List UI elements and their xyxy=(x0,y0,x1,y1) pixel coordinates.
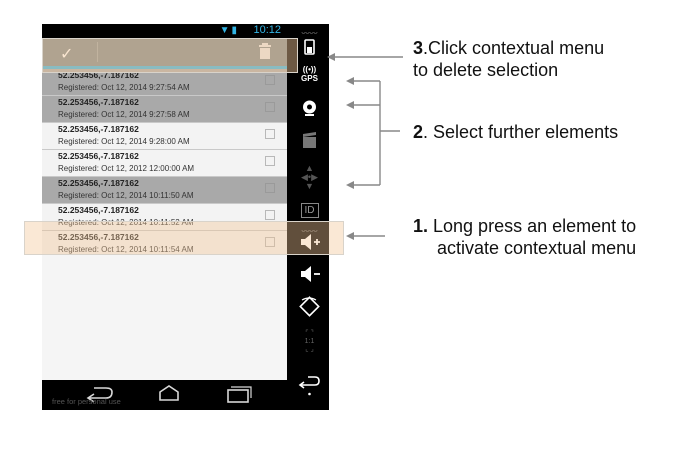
action-bar-highlight xyxy=(42,38,298,73)
dpad-icon[interactable]: ▲◀•▶▼ xyxy=(301,163,318,191)
watermark: free for personal use xyxy=(52,397,121,406)
step1-line1: Long press an element to xyxy=(428,216,637,236)
list-empty-area xyxy=(42,254,287,380)
volume-up-icon[interactable] xyxy=(290,232,329,257)
list-item[interactable]: 52.253456,-7.187162 Registered: Oct 12, … xyxy=(42,204,287,231)
list-item-subtitle: Registered: Oct 12, 2014 9:27:58 AM xyxy=(58,110,190,119)
scale-label: 1:1 xyxy=(304,338,315,345)
action-bar-underline xyxy=(42,66,287,69)
list-item-subtitle: Registered: Oct 12, 2014 10:11:50 AM xyxy=(58,191,194,200)
location-list: 52.253456,-7.187162 Registered: Oct 12, … xyxy=(42,69,287,258)
step1-number: 1. xyxy=(413,216,429,236)
id-label: ID xyxy=(300,203,319,218)
list-item[interactable]: 52.253456,-7.187162 Registered: Oct 12, … xyxy=(42,231,287,258)
grip-icon[interactable]: 〰〰 xyxy=(301,29,318,38)
webcam-icon[interactable] xyxy=(290,98,329,123)
done-check-icon[interactable]: ✓ xyxy=(60,46,74,63)
action-bar-divider xyxy=(97,42,98,62)
navigation-bar xyxy=(42,380,287,410)
delete-trash-icon[interactable] xyxy=(259,43,271,59)
back-button-icon[interactable] xyxy=(290,374,329,401)
grip-icon-2: 〰〰 xyxy=(301,227,318,236)
step3-line1: .Click contextual menu xyxy=(423,38,605,58)
step2-text: . Select further elements xyxy=(423,122,619,142)
list-item-checkbox[interactable] xyxy=(265,156,275,166)
list-item-subtitle: Registered: Oct 12, 2014 9:28:00 AM xyxy=(58,137,190,146)
step3-number: 3 xyxy=(413,38,424,58)
step1-line2: activate contextual menu xyxy=(437,238,637,258)
scale-corner-icon: ⌜ ⌝ xyxy=(305,330,314,337)
back-icon[interactable] xyxy=(86,387,113,403)
list-item-checkbox[interactable] xyxy=(265,183,275,193)
home-icon[interactable] xyxy=(159,385,179,401)
list-item-subtitle: Registered: Oct 12, 2012 12:00:00 AM xyxy=(58,164,195,173)
list-item[interactable]: 52.253456,-7.187162 Registered: Oct 12, … xyxy=(42,177,287,204)
list-item-title: 52.253456,-7.187162 xyxy=(58,70,139,80)
recents-icon[interactable] xyxy=(227,386,252,403)
list-item-checkbox[interactable] xyxy=(265,237,275,247)
gps-icon: ((•)) xyxy=(302,65,317,74)
list-item-subtitle: Registered: Oct 12, 2014 10:11:52 AM xyxy=(58,218,194,227)
emulator-sidebar: 〰〰 ((•)) GPS ▲◀•▶▼ ID 〰〰 xyxy=(290,24,329,410)
camera-clapper-icon[interactable] xyxy=(290,132,329,155)
wifi-battery-icon: ▼▮ xyxy=(219,25,239,36)
contextual-action-bar xyxy=(42,38,287,66)
step2-number: 2 xyxy=(413,122,424,142)
list-item-title: 52.253456,-7.187162 xyxy=(58,178,139,188)
list-item-subtitle: Registered: Oct 12, 2014 9:27:54 AM xyxy=(58,83,190,92)
list-item-title: 52.253456,-7.187162 xyxy=(58,124,139,134)
list-item-subtitle: Registered: Oct 12, 2014 10:11:54 AM xyxy=(58,245,194,254)
battery-icon[interactable] xyxy=(290,38,329,61)
gps-button[interactable]: ((•)) GPS xyxy=(290,65,329,84)
annotation-step-3: 3.Click contextual menu to delete select… xyxy=(413,37,604,81)
id-button[interactable]: ID xyxy=(290,200,329,218)
list-item-checkbox[interactable] xyxy=(265,102,275,112)
list-item-checkbox[interactable] xyxy=(265,129,275,139)
scale-corner-icon-bottom: ⌞ ⌟ xyxy=(305,346,314,353)
list-item-checkbox[interactable] xyxy=(265,75,275,85)
volume-down-icon[interactable] xyxy=(290,264,329,289)
list-item[interactable]: 52.253456,-7.187162 Registered: Oct 12, … xyxy=(42,123,287,150)
list-item-title: 52.253456,-7.187162 xyxy=(58,232,139,242)
scale-button[interactable]: ⌜ ⌝ 1:1 ⌞ ⌟ xyxy=(290,330,329,354)
rotate-icon[interactable] xyxy=(290,296,329,323)
list-item-title: 52.253456,-7.187162 xyxy=(58,151,139,161)
long-press-highlight xyxy=(24,221,344,255)
list-item[interactable]: 52.253456,-7.187162 Registered: Oct 12, … xyxy=(42,69,287,96)
list-item[interactable]: 52.253456,-7.187162 Registered: Oct 12, … xyxy=(42,150,287,177)
status-bar: ▼▮ 10:12 xyxy=(42,24,287,38)
list-item[interactable]: 52.253456,-7.187162 Registered: Oct 12, … xyxy=(42,96,287,123)
list-item-checkbox[interactable] xyxy=(265,210,275,220)
annotation-step-2: 2. Select further elements xyxy=(413,121,618,143)
annotation-step-1: 1. Long press an element to activate con… xyxy=(413,215,636,259)
gps-label: GPS xyxy=(301,74,318,83)
list-item-title: 52.253456,-7.187162 xyxy=(58,205,139,215)
status-time: 10:12 xyxy=(253,24,281,36)
step3-line2: to delete selection xyxy=(413,60,559,80)
list-item-title: 52.253456,-7.187162 xyxy=(58,97,139,107)
